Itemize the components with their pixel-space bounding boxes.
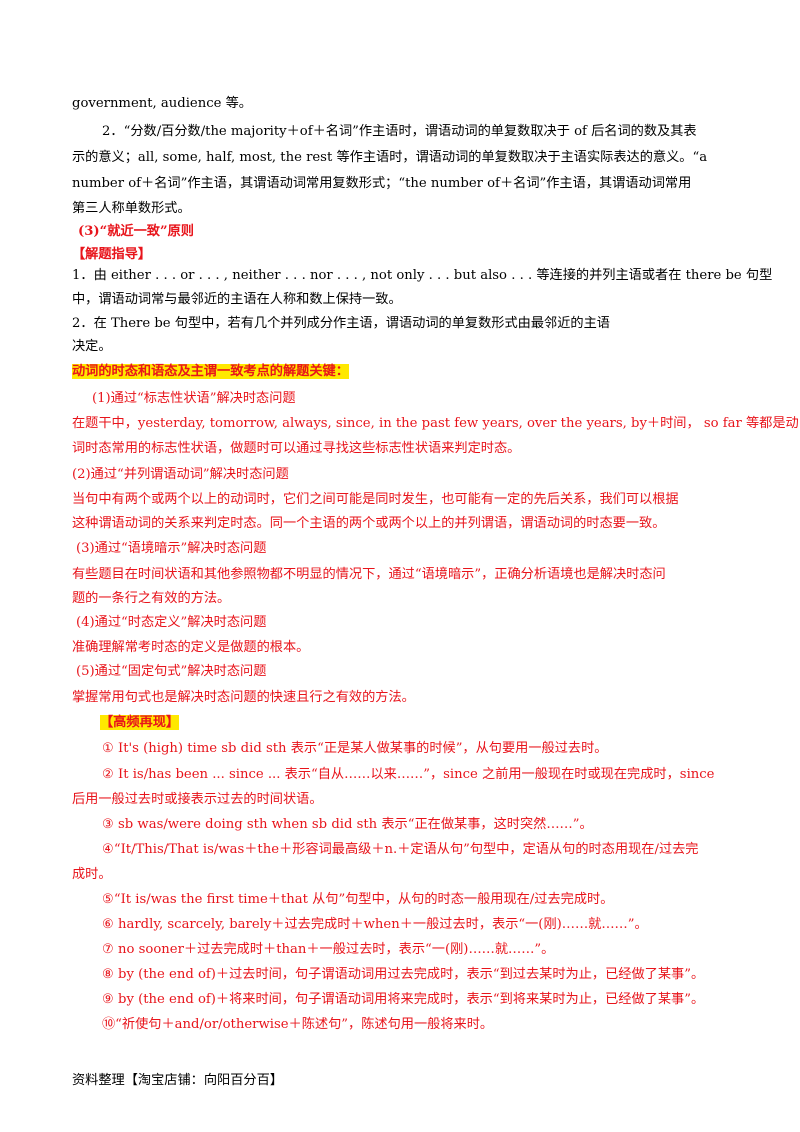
principle-3-title: (3)“就近一致”原则 [78,224,194,239]
key-3-line-a: 有些题目在时间状语和其他参照物都不明显的情况下，通过“语境暗示”，正确分析语境也… [72,567,666,582]
intro-line-2: 2．“分数/百分数/the majority＋of＋名词”作主语时，谓语动词的单… [102,124,697,139]
key-2-title: (2)通过“并列谓语动词”解决时态问题 [72,467,289,482]
guide-point-1b: 中，谓语动词常与最邻近的主语在人称和数上保持一致。 [72,292,402,307]
key-1-line-a: 在题干中，yesterday, tomorrow, always, since,… [72,416,799,431]
key-2-line-b: 这种谓语动词的关系来判定时态。同一个主语的两个或两个以上的并列谓语，谓语动词的时… [72,516,666,531]
key-4-line-a: 准确理解常考时态的定义是做题的根本。 [72,640,310,655]
freq-item-1: ① It's (high) time sb did sth 表示“正是某人做某事… [102,741,608,756]
guide-heading: 【解题指导】 [72,247,152,262]
freq-item-10: ⑩“祈使句＋and/or/otherwise＋陈述句”，陈述句用一般将来时。 [102,1017,494,1032]
guide-point-2b: 决定。 [72,339,112,354]
keys-heading-text: 动词的时态和语态及主谓一致考点的解题关键： [72,364,349,379]
freq-item-7: ⑦ no sooner＋过去完成时＋than＋一般过去时，表示“一(刚)……就…… [102,942,555,957]
key-4-title: (4)通过“时态定义”解决时态问题 [76,615,267,630]
key-1-title: (1)通过“标志性状语”解决时态问题 [92,391,296,406]
intro-line-4: number of＋名词”作主语，其谓语动词常用复数形式；“the number… [72,176,692,191]
key-5-title: (5)通过“固定句式”解决时态问题 [76,664,267,679]
keys-heading: 动词的时态和语态及主谓一致考点的解题关键： [72,362,349,382]
guide-point-2a: 2．在 There be 句型中，若有几个并列成分作主语，谓语动词的单复数形式由… [72,316,610,331]
freq-item-2a: ② It is/has been ... since ... 表示“自从……以来… [102,767,715,782]
freq-item-5: ⑤“It is/was the first time＋that 从句”句型中，从… [102,892,614,907]
freq-item-8: ⑧ by (the end of)＋过去时间，句子谓语动词用过去完成时，表示“到… [102,967,705,982]
freq-heading-text: 【高频再现】 [100,715,180,730]
key-3-line-b: 题的一条行之有效的方法。 [72,591,231,606]
freq-item-2b: 后用一般过去时或接表示过去的时间状语。 [72,792,323,807]
freq-item-4a: ④“It/This/That is/was＋the＋形容词最高级＋n.＋定语从句… [102,842,699,857]
key-3-title: (3)通过“语境暗示”解决时态问题 [76,541,267,556]
key-5-line-a: 掌握常用句式也是解决时态问题的快速且行之有效的方法。 [72,690,415,705]
key-2-line-a: 当句中有两个或两个以上的动词时，它们之间可能是同时发生，也可能有一定的先后关系，… [72,492,679,507]
intro-line-1: government, audience 等。 [72,96,252,111]
key-1-line-b: 词时态常用的标志性状语，做题时可以通过寻找这些标志性状语来判定时态。 [72,441,521,456]
page-footer: 资料整理【淘宝店铺：向阳百分百】 [72,1073,283,1088]
freq-heading: 【高频再现】 [100,713,180,733]
freq-item-6: ⑥ hardly, scarcely, barely＋过去完成时＋when＋一般… [102,917,648,932]
intro-line-5: 第三人称单数形式。 [72,201,191,216]
freq-item-4b: 成时。 [72,867,112,882]
freq-item-3: ③ sb was/were doing sth when sb did sth … [102,817,593,832]
guide-point-1a: 1．由 either . . . or . . . , neither . . … [72,268,773,283]
freq-item-9: ⑨ by (the end of)＋将来时间，句子谓语动词用将来完成时，表示“到… [102,992,705,1007]
intro-line-3: 示的意义；all, some, half, most, the rest 等作主… [72,150,708,165]
